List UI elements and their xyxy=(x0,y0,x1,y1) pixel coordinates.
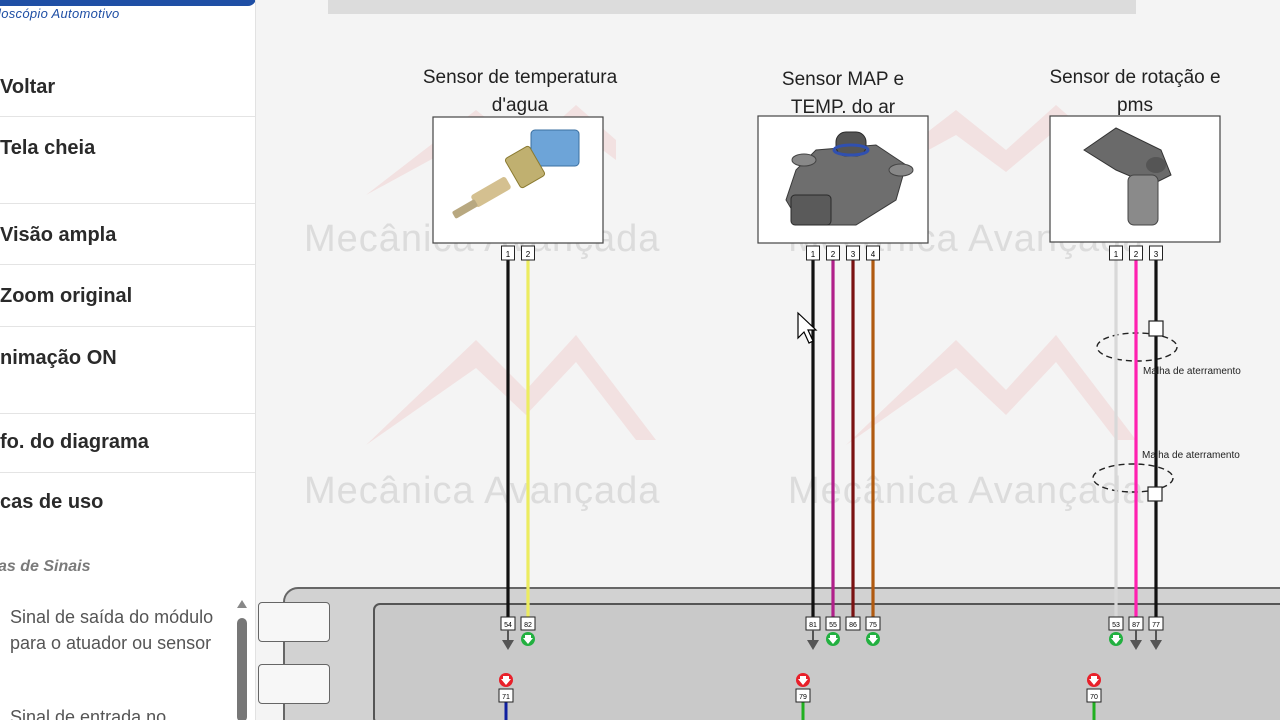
sensor-pin-label: 2 xyxy=(831,250,836,259)
ecu-pin-box xyxy=(845,616,861,631)
sensor-pin-box xyxy=(846,245,860,261)
menu-item-label: nimação ON xyxy=(0,347,117,369)
ground-shield-lower xyxy=(1092,463,1174,493)
input-arrow-icon xyxy=(523,635,533,644)
legend-title: as de Sinais xyxy=(0,558,91,575)
ecu-module xyxy=(283,587,1280,720)
ecu-pin-label: 81 xyxy=(809,622,817,629)
sensor-title-temperatura-agua: Sensor de temperatura d'agua xyxy=(422,67,618,116)
scroll-thumb[interactable] xyxy=(237,618,247,720)
ecu-pin-label: 75 xyxy=(869,622,877,629)
menu-item-label: cas de uso xyxy=(0,491,104,513)
ecu-pin-label: 53 xyxy=(1112,622,1120,629)
sensor-pin-label: 1 xyxy=(1114,250,1119,259)
sensor-temperatura-agua[interactable] xyxy=(432,116,604,244)
legend-item-output: Sinal de saída do módulo para o atuador … xyxy=(10,607,214,653)
sensor-pin-box xyxy=(501,245,515,261)
output-arrow-icon xyxy=(501,676,511,685)
shield-terminal xyxy=(1148,320,1164,337)
menu-item-visao-ampla[interactable]: Visão ampla xyxy=(0,204,255,265)
sidebar: loscópio Automotivo Voltar Tela cheia Vi… xyxy=(0,0,256,720)
ecu-pin-box xyxy=(865,616,881,631)
map-sensor-image xyxy=(785,131,914,226)
menu-item-label: Voltar xyxy=(0,76,56,98)
sensor-pin-label: 4 xyxy=(871,250,876,259)
sensor-pin-label: 3 xyxy=(851,250,856,259)
sensor-rotacao-pms[interactable] xyxy=(1049,115,1221,243)
ecu-pin-label: 55 xyxy=(829,622,837,629)
menu-item-label: fo. do diagrama xyxy=(0,431,149,453)
menu-item-info-diagrama[interactable]: fo. do diagrama xyxy=(0,414,255,473)
top-toolbar xyxy=(328,0,1136,14)
ecu-pin-box xyxy=(1086,688,1102,703)
watermark-text: Mecânica Avançada xyxy=(788,470,1145,512)
logo-banner xyxy=(0,0,255,6)
menu-item-label: Visão ampla xyxy=(0,224,117,246)
menu-item-zoom-original[interactable]: Zoom original xyxy=(0,265,255,327)
logo: loscópio Automotivo xyxy=(0,0,255,32)
ecu-side-button-2[interactable] xyxy=(258,664,330,704)
ecu-pin-label: 71 xyxy=(502,694,510,701)
ground-arrow-icon xyxy=(807,640,819,650)
sensor-title-rotacao-pms: Sensor de rotação e pms xyxy=(1049,67,1221,116)
menu-item-label: Tela cheia xyxy=(0,137,96,159)
sensor-map-temp-ar[interactable] xyxy=(757,115,929,244)
menu-item-label: Zoom original xyxy=(0,285,133,307)
ecu-pin-label: 82 xyxy=(524,622,532,629)
shield-terminal xyxy=(1147,486,1163,502)
input-arrow-icon xyxy=(868,635,878,644)
ecu-pin-label: 86 xyxy=(849,622,857,629)
sensor-pin-box xyxy=(1129,245,1143,261)
scroll-up-arrow-icon[interactable] xyxy=(237,600,247,608)
sensor-pin-box xyxy=(1149,245,1163,261)
legend-item-input: Sinal de entrada no xyxy=(10,707,167,720)
sensor-pin-box xyxy=(866,245,880,261)
output-arrow-icon xyxy=(798,676,808,685)
ground-arrow-icon xyxy=(502,640,514,650)
ecu-pin-label: 79 xyxy=(799,694,807,701)
shield-label-upper: Malha de aterramento xyxy=(1143,366,1241,377)
menu-item-animacao[interactable]: nimação ON xyxy=(0,327,255,414)
input-arrow-icon xyxy=(828,635,838,644)
ecu-pin-box xyxy=(825,616,841,631)
ground-arrow-icon xyxy=(1150,640,1162,650)
sensor-pin-box xyxy=(1109,245,1123,261)
sensor-pin-label: 1 xyxy=(506,250,511,259)
ecu-pin-box xyxy=(1108,616,1124,631)
coolant-sensor-image xyxy=(452,129,580,219)
ecu-pin-label: 77 xyxy=(1152,622,1160,629)
input-arrow-icon xyxy=(1111,635,1121,644)
sensor-title-map-temp-ar: Sensor MAP e TEMP. do ar xyxy=(781,69,905,118)
ecu-side-button-1[interactable] xyxy=(258,602,330,642)
ecu-pin-label: 54 xyxy=(504,622,512,629)
sensor-pin-box xyxy=(521,245,535,261)
sensor-pin-box xyxy=(806,245,820,261)
sensor-pin-label: 1 xyxy=(811,250,816,259)
wiring-diagram: 1 54 2 82 1 81 2 55 3 86 4 75 1 53 2 87 3 77 71 79 70 Malha … xyxy=(283,105,1280,720)
output-arrow-icon xyxy=(1089,676,1099,685)
menu-item-tela-cheia[interactable]: Tela cheia xyxy=(0,117,255,204)
ecu-pin-box xyxy=(520,616,536,631)
shield-label-lower: Malha de aterramento xyxy=(1142,450,1240,461)
sensor-pin-box xyxy=(826,245,840,261)
sensor-pin-label: 2 xyxy=(1134,250,1139,259)
logo-subtitle: loscópio Automotivo xyxy=(0,6,120,21)
ground-arrow-icon xyxy=(1130,640,1142,650)
ecu-pin-box xyxy=(498,688,514,703)
crank-sensor-image xyxy=(1083,127,1172,226)
wires-group: 1 54 2 82 1 81 2 55 3 86 4 75 1 53 2 87 3 77 71 79 70 xyxy=(498,245,1164,720)
mouse-cursor-icon xyxy=(797,311,818,344)
legend-scrollbar[interactable] xyxy=(236,600,248,720)
sensor-pin-label: 2 xyxy=(526,250,531,259)
ecu-pin-label: 87 xyxy=(1132,622,1140,629)
menu-item-voltar[interactable]: Voltar xyxy=(0,56,255,117)
watermark-text: Mecânica Avançada xyxy=(304,470,661,512)
ecu-pin-label: 70 xyxy=(1090,694,1098,701)
ecu-pin-box xyxy=(795,688,811,703)
sensor-pin-label: 3 xyxy=(1154,250,1159,259)
diagram-area: Mecânica Avançada Mecânica Avançada Mecâ… xyxy=(256,0,1280,720)
menu-item-dicas-de-uso[interactable]: cas de uso xyxy=(0,473,255,535)
